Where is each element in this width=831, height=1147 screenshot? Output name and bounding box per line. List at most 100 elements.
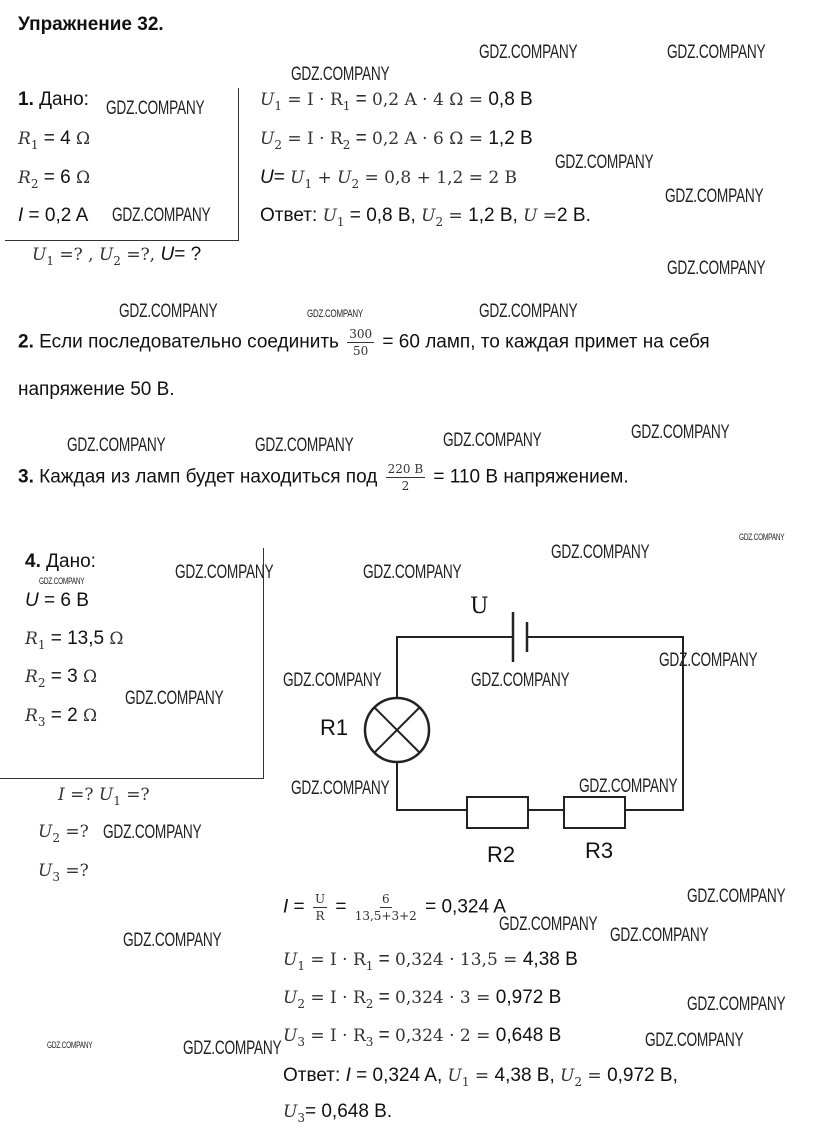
math-variable: U [32,245,47,265]
text-segment: 0,972 B [495,987,562,1008]
text-segment: = [330,896,352,918]
subscript: 2 [37,676,46,690]
text-segment: 0,972 B, [607,1065,678,1086]
text-segment: = [350,128,373,149]
text-segment: =? , [53,245,99,265]
text-segment: Ответ: [283,1065,346,1086]
math-variable: U [98,245,114,265]
text-segment: 0,2 A · 6 Ω = [372,129,489,149]
watermark: GDZ.COMPANY [471,670,570,691]
watermark: GDZ.COMPANY [551,542,650,563]
subscript: 1 [46,254,54,268]
subscript: 2 [574,1075,583,1089]
p4-find: I =? U1 =? [58,784,150,808]
text-segment: = 0,324 A [419,896,506,918]
subscript: 2 [365,997,374,1011]
math-variable: U [160,244,175,265]
subscript: 2 [351,177,360,191]
p4-solution-line: U2 = I · R2 = 0,324 · 3 = 0,972 B [283,987,561,1011]
p4-given-u: U = 6 В [25,590,89,612]
text-segment: + [312,168,338,188]
fraction-denominator: 2 [401,479,410,493]
text-segment: = 60 ламп, то каждая примет на себя [377,331,710,353]
subscript: 2 [342,138,351,152]
text-segment: Каждая из ламп будет находиться под [33,466,383,488]
text-segment: Дано: [33,89,89,110]
watermark: GDZ.COMPANY [363,562,462,583]
text-segment: =? [59,822,89,842]
text-segment: =? [120,785,150,805]
text-segment: = I · R [281,129,343,149]
text-segment: = [537,206,558,226]
subscript: 1 [336,215,345,229]
math-variable: U [337,168,352,188]
subscript: 1 [113,794,121,808]
math-variable: U [260,167,274,188]
text-segment: 4. [25,551,41,572]
text-segment: = 0,648 B. [304,1101,393,1122]
p2-line2: напряжение 50 В. [18,379,175,401]
watermark: GDZ.COMPANY [255,435,354,456]
watermark: GDZ.COMPANY [119,301,218,322]
text-segment: 0,648 B [495,1025,562,1046]
math-variable: R [18,168,31,188]
text-segment: = I · R [304,950,366,970]
text-segment: = 0,2 A [23,205,89,226]
text-segment: напряжение 50 В. [18,379,175,400]
watermark: GDZ.COMPANY [665,186,764,207]
given-divider-horizontal [0,778,264,779]
text-segment: 0,324 · 2 = [395,1026,496,1046]
watermark: GDZ.COMPANY [631,422,730,443]
watermark: GDZ.COMPANY [687,886,786,907]
subscript: 1 [30,138,39,152]
math-variable: U [283,988,298,1008]
watermark: GDZ.COMPANY [479,42,578,63]
text-segment: Ω [82,667,98,687]
text-segment: = 6 В [38,590,89,611]
math-variable: U [98,785,114,805]
text-segment: 0,8 B, [366,205,422,226]
lamp-label: R1 [320,715,349,740]
math-variable: U [283,1102,298,1122]
math-variable: R [18,129,31,149]
text-segment: 4,38 B, [494,1065,561,1086]
text-segment: Ω [75,168,91,188]
text-segment: 1. [18,89,34,110]
fraction-denominator: 13,5+3+2 [354,909,417,923]
text-segment: = [350,89,373,110]
subscript: 1 [461,1075,470,1089]
watermark: GDZ.COMPANY [125,688,224,709]
watermark: GDZ.COMPANY [291,64,390,85]
subscript: 1 [342,99,351,113]
math-variable: U [322,206,337,226]
text-segment: =? [64,785,99,805]
exercise-title: Упражнение 32. [18,14,164,35]
watermark: GDZ.COMPANY [183,1038,282,1059]
text-segment: = [288,896,310,918]
text-segment: = 3 [45,666,83,687]
math-variable: U [283,1026,298,1046]
text-segment: = [443,206,469,226]
text-segment: 0,324 · 13,5 = [395,950,523,970]
p4-given-r2: R2 = 3 Ω [25,666,97,690]
text-segment: = [469,1066,495,1086]
math-variable: I [58,785,65,805]
watermark: GDZ.COMPANY [443,430,542,451]
watermark: GDZ.COMPANY [123,930,222,951]
watermark: GDZ.COMPANY [291,778,390,799]
text-segment: Если последовательно соединить [33,331,345,353]
fraction-numerator: 300 [347,327,375,343]
text-segment: Дано: [40,551,96,572]
subscript: 3 [37,715,46,729]
watermark: GDZ.COMPANY [307,308,364,320]
text-segment: = ? [174,244,202,265]
math-variable: I [345,1065,351,1086]
text-segment: 2. [18,331,34,353]
given-divider-vertical [238,88,239,240]
watermark: GDZ.COMPANY [175,562,274,583]
text-segment: 0,2 A · 4 Ω = [372,90,489,110]
